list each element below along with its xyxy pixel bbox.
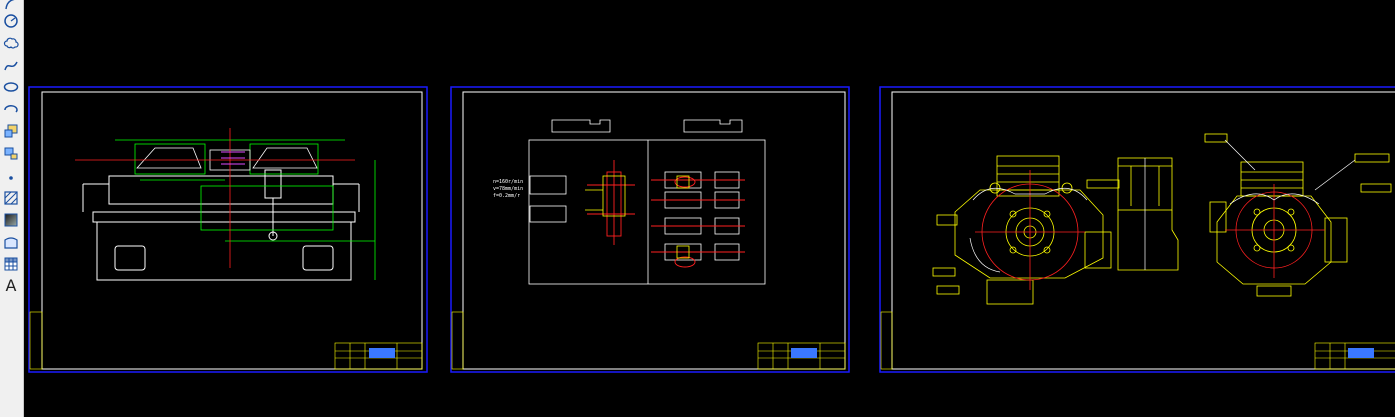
spline-tool-icon bbox=[4, 61, 18, 71]
sheet-frame bbox=[891, 91, 1395, 370]
insert-block-tool-icon bbox=[4, 124, 18, 138]
multiline-text-tool-button[interactable]: A bbox=[1, 276, 21, 296]
insert-block-tool-button[interactable] bbox=[1, 121, 21, 141]
engine-side-section bbox=[1117, 157, 1179, 271]
machine-base bbox=[82, 169, 360, 281]
sheet-left-strip bbox=[451, 311, 464, 370]
circle-tool-icon bbox=[4, 14, 18, 28]
arc-tool-icon bbox=[5, 0, 15, 10]
sheet-machine-assembly[interactable] bbox=[28, 86, 428, 373]
sheet-spindle-layout[interactable]: n=160r/min v=78mm/min f=0.2mm/r bbox=[450, 86, 850, 373]
viewport-border bbox=[450, 86, 850, 373]
green-layer-parts bbox=[115, 139, 376, 280]
hatch-tool-button[interactable] bbox=[1, 188, 21, 208]
engine-rear-view bbox=[1204, 133, 1392, 297]
engine-front-view bbox=[932, 155, 1120, 305]
ellipse-arc-tool-button[interactable] bbox=[1, 99, 21, 119]
point-tool-button[interactable] bbox=[1, 166, 21, 186]
title-block bbox=[334, 342, 423, 370]
viewport-border bbox=[28, 86, 428, 373]
engine-front-red bbox=[975, 170, 1085, 290]
gradient-tool-button[interactable] bbox=[1, 210, 21, 230]
revision-cloud-tool-button[interactable] bbox=[1, 33, 21, 53]
white-detail-parts bbox=[136, 147, 318, 171]
title-block bbox=[1314, 342, 1395, 370]
spindle-speed-notes: n=160r/min v=78mm/min f=0.2mm/r bbox=[493, 179, 523, 199]
gradient-tool-icon bbox=[4, 213, 18, 227]
spline-tool-button[interactable] bbox=[1, 56, 21, 76]
make-block-tool-icon bbox=[4, 147, 18, 160]
drawing-canvas[interactable]: n=160r/min v=78mm/min f=0.2mm/r bbox=[25, 0, 1395, 417]
region-tool-icon bbox=[4, 237, 18, 249]
engine-rear-white bbox=[1224, 139, 1356, 205]
sheet-engine-block-views[interactable] bbox=[879, 86, 1395, 373]
sheet-frame bbox=[462, 91, 846, 370]
circle-tool-button[interactable] bbox=[1, 11, 21, 31]
sheet-left-strip bbox=[29, 311, 43, 370]
ellipse-tool-button[interactable] bbox=[1, 77, 21, 97]
make-block-tool-button[interactable] bbox=[1, 143, 21, 163]
sheet-left-strip bbox=[880, 311, 893, 370]
spindle-red-parts bbox=[587, 160, 745, 268]
engine-front-white bbox=[969, 187, 1088, 273]
point-tool-icon bbox=[9, 176, 13, 180]
sheet-frame bbox=[41, 91, 423, 370]
table-tool-icon bbox=[4, 257, 18, 271]
speed-annotation-1: n=160r/min bbox=[493, 179, 523, 185]
draw-toolbar: A bbox=[0, 0, 24, 417]
ellipse-arc-tool-icon bbox=[4, 105, 18, 113]
revision-cloud-tool-icon bbox=[3, 37, 19, 49]
table-tool-button[interactable] bbox=[1, 254, 21, 274]
red-centerlines bbox=[75, 128, 355, 268]
ellipse-tool-icon bbox=[3, 82, 19, 92]
feed-annotation: f=0.2mm/r bbox=[493, 193, 520, 199]
arc-tool-button[interactable] bbox=[1, 0, 21, 14]
title-block bbox=[757, 342, 846, 370]
speed-annotation-2: v=78mm/min bbox=[493, 186, 523, 192]
multiline-text-tool-icon: A bbox=[5, 276, 17, 295]
spindle-frame bbox=[528, 119, 766, 285]
viewport-border bbox=[879, 86, 1395, 373]
hatch-tool-icon bbox=[4, 191, 18, 205]
region-tool-button[interactable] bbox=[1, 233, 21, 253]
spindle-yellow-parts bbox=[585, 175, 690, 259]
magenta-spindle bbox=[221, 151, 245, 165]
